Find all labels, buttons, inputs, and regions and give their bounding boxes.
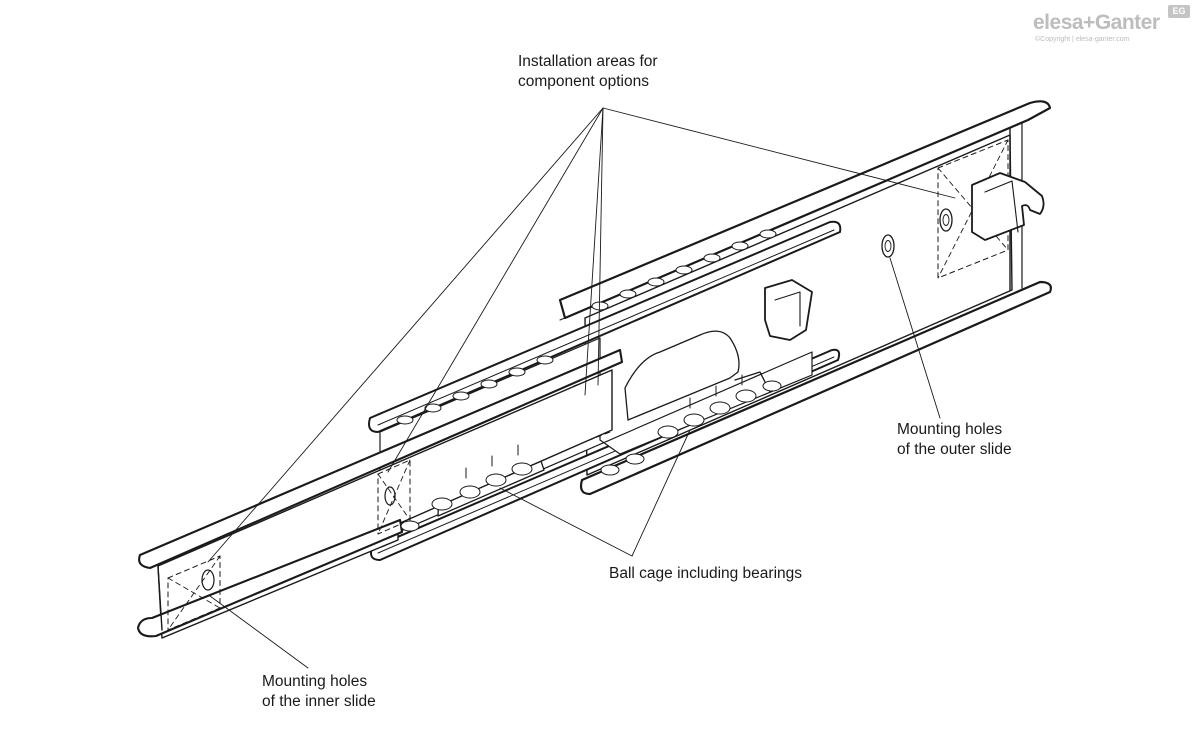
label-ball-cage: Ball cage including bearings <box>609 564 802 584</box>
label-line: Installation areas for <box>518 53 658 70</box>
label-outer-slide-holes: Mounting holes of the outer slide <box>897 420 1012 460</box>
brand-badge: EG <box>1168 5 1190 18</box>
leader-lines <box>208 108 955 668</box>
label-inner-slide-holes: Mounting holes of the inner slide <box>262 672 376 712</box>
label-line: of the inner slide <box>262 693 376 710</box>
label-installation-areas: Installation areas for component options <box>518 52 658 92</box>
ball-cage <box>397 218 800 531</box>
label-line: Mounting holes <box>262 673 368 690</box>
label-line: Ball cage including bearings <box>609 565 803 582</box>
brand-logo: elesa+Ganter EG ©Copyright | elesa-gante… <box>1033 5 1193 45</box>
label-line: of the outer slide <box>897 441 1012 458</box>
brand-wordmark: elesa+Ganter <box>1033 11 1160 34</box>
inner-slide <box>138 350 622 638</box>
label-line: component options <box>518 73 649 90</box>
lower-bearings <box>401 381 781 531</box>
upper-bearings <box>397 230 776 424</box>
brand-copyright: ©Copyright | elesa-ganter.com <box>1035 36 1130 43</box>
label-line: Mounting holes <box>897 421 1003 438</box>
